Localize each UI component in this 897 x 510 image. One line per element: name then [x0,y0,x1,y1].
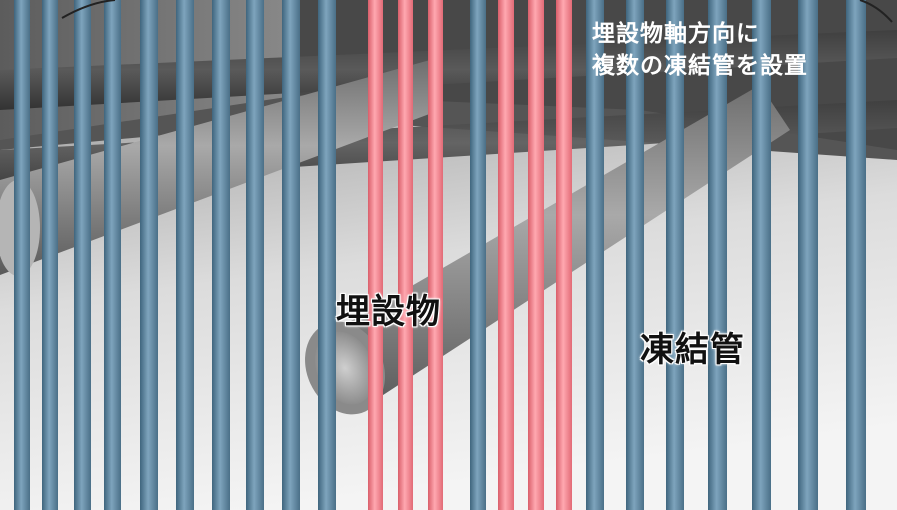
buried-object-label: 埋設物 [336,292,441,332]
callout-line-1: 埋設物軸方向に [592,21,760,47]
freeze-pipe-blue [246,0,264,510]
freeze-pipe-blue [318,0,336,510]
freeze-pipe-blue [798,0,818,510]
freeze-pipes-red [368,0,572,510]
freeze-pipe-red [428,0,443,510]
freeze-pipe-blue [176,0,194,510]
freeze-pipe-blue [212,0,230,510]
freeze-pipe-blue [470,0,486,510]
freeze-pipe-blue [104,0,121,510]
freeze-pipe-red [528,0,544,510]
callout-line-right [859,0,893,23]
callout-line-left [61,0,116,19]
freeze-pipe-blue [140,0,158,510]
freeze-pipe-blue [752,0,771,510]
freeze-pipes-blue [14,0,866,510]
freeze-pipe-blue [282,0,300,510]
freeze-pipe-blue [14,0,30,510]
freeze-pipe-label: 凍結管 [640,330,745,370]
freeze-pipe-blue [74,0,91,510]
freeze-pipe-red [556,0,572,510]
freeze-pipe-blue [42,0,58,510]
freeze-pipe-blue [708,0,727,510]
freeze-pipe-blue [626,0,644,510]
freeze-pipe-blue [666,0,684,510]
freeze-pipe-red [398,0,413,510]
freeze-pipe-red [368,0,383,510]
callout-line-2: 複数の凍結管を設置 [592,53,808,79]
freeze-pipe-blue [586,0,604,510]
callout-text: 埋設物軸方向に 複数の凍結管を設置 [592,18,808,82]
freeze-pipe-red [498,0,514,510]
freeze-pipe-blue [846,0,866,510]
